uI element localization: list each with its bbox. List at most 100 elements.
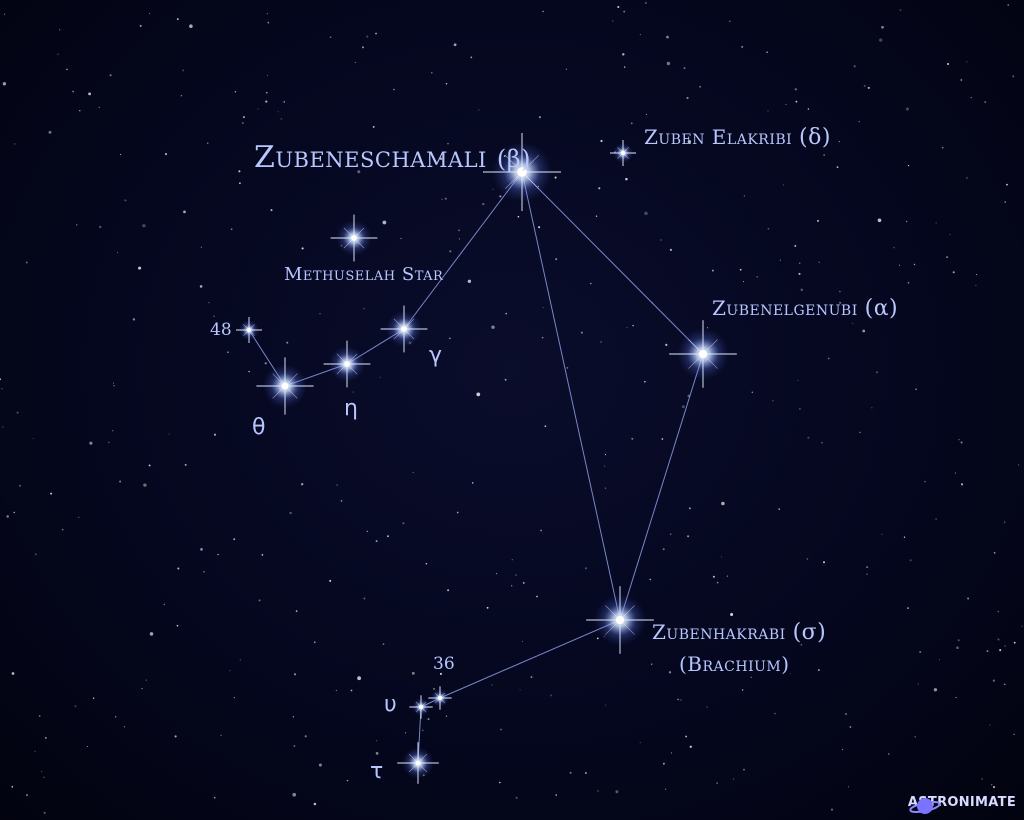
background-star — [239, 182, 241, 185]
background-star — [800, 288, 804, 292]
background-star — [329, 36, 332, 39]
background-star — [782, 184, 784, 186]
background-star — [817, 669, 820, 672]
background-star — [387, 535, 389, 538]
background-star — [375, 752, 379, 755]
background-star — [741, 689, 744, 691]
background-star — [6, 515, 9, 518]
background-star — [798, 272, 801, 275]
background-star — [806, 558, 809, 560]
background-star — [0, 378, 2, 381]
background-star — [686, 96, 689, 100]
background-star — [604, 465, 606, 467]
background-star — [304, 735, 307, 738]
background-star — [183, 210, 186, 214]
background-star — [411, 671, 415, 675]
background-star — [117, 252, 119, 254]
background-star — [340, 500, 343, 502]
background-star — [580, 331, 583, 334]
star-upsilon — [409, 695, 433, 719]
background-star — [866, 566, 869, 569]
background-star — [706, 327, 709, 329]
background-star — [688, 507, 691, 510]
background-star — [981, 778, 983, 780]
background-star — [935, 222, 937, 224]
background-star — [555, 258, 558, 261]
background-star — [264, 362, 267, 365]
star-48 — [236, 317, 262, 343]
background-star — [663, 762, 665, 765]
background-star — [542, 307, 544, 309]
background-star — [823, 154, 825, 156]
background-star — [631, 437, 634, 440]
background-star — [357, 170, 361, 174]
background-star — [292, 716, 294, 718]
background-star — [439, 157, 443, 160]
background-star — [716, 782, 718, 784]
background-star — [687, 139, 691, 144]
background-star — [1004, 645, 1006, 647]
background-star — [517, 215, 520, 218]
background-star — [726, 575, 729, 577]
background-star — [662, 548, 665, 551]
label-zubeneschamali: Zubeneschamali (β) — [254, 140, 531, 175]
background-star — [905, 107, 909, 111]
background-star — [899, 264, 901, 266]
background-star — [2, 82, 7, 86]
background-star — [456, 511, 459, 514]
background-star — [730, 613, 734, 616]
background-star — [836, 166, 839, 168]
label-36: 36 — [433, 654, 455, 674]
background-star — [16, 411, 19, 414]
background-star — [66, 68, 68, 71]
background-star — [76, 224, 78, 226]
background-star — [233, 538, 236, 541]
background-star — [467, 279, 472, 283]
star-greek-beta: (β) — [496, 145, 532, 173]
background-star — [550, 694, 553, 697]
star-name-sigma: Zubenhakrabi — [652, 620, 786, 644]
background-star — [149, 632, 154, 636]
background-star — [458, 229, 461, 232]
background-star — [797, 379, 799, 381]
background-star — [661, 438, 664, 440]
background-star — [48, 130, 52, 134]
background-star — [569, 771, 572, 774]
background-star — [208, 301, 210, 304]
background-star — [838, 140, 841, 143]
background-star — [584, 567, 588, 570]
background-star — [441, 198, 443, 200]
background-star — [220, 734, 222, 736]
background-star — [504, 378, 507, 381]
background-star — [721, 501, 725, 506]
background-star — [382, 643, 385, 645]
star-zubenelgenubi — [669, 320, 737, 388]
background-star — [626, 326, 628, 328]
background-star — [743, 768, 745, 771]
background-star — [877, 218, 882, 223]
background-star — [241, 122, 244, 124]
background-star — [449, 337, 451, 339]
background-star — [292, 792, 297, 797]
background-star — [867, 86, 870, 89]
background-star — [799, 408, 801, 410]
label-brachium: (Brachium) — [679, 652, 790, 676]
background-star — [34, 750, 36, 753]
star-greek-sigma: (σ) — [792, 620, 827, 645]
background-star — [975, 274, 978, 276]
star-theta — [256, 357, 314, 415]
background-star — [149, 12, 151, 14]
background-star — [1021, 625, 1023, 627]
background-star — [816, 219, 820, 222]
background-star — [499, 195, 502, 198]
background-star — [498, 781, 501, 784]
background-star — [98, 106, 100, 108]
background-star — [313, 641, 316, 644]
background-star — [230, 228, 233, 231]
background-star — [1013, 641, 1016, 644]
background-star — [515, 574, 517, 576]
background-star — [217, 553, 219, 556]
background-star — [227, 351, 229, 353]
background-star — [955, 696, 957, 699]
background-star — [644, 211, 648, 216]
